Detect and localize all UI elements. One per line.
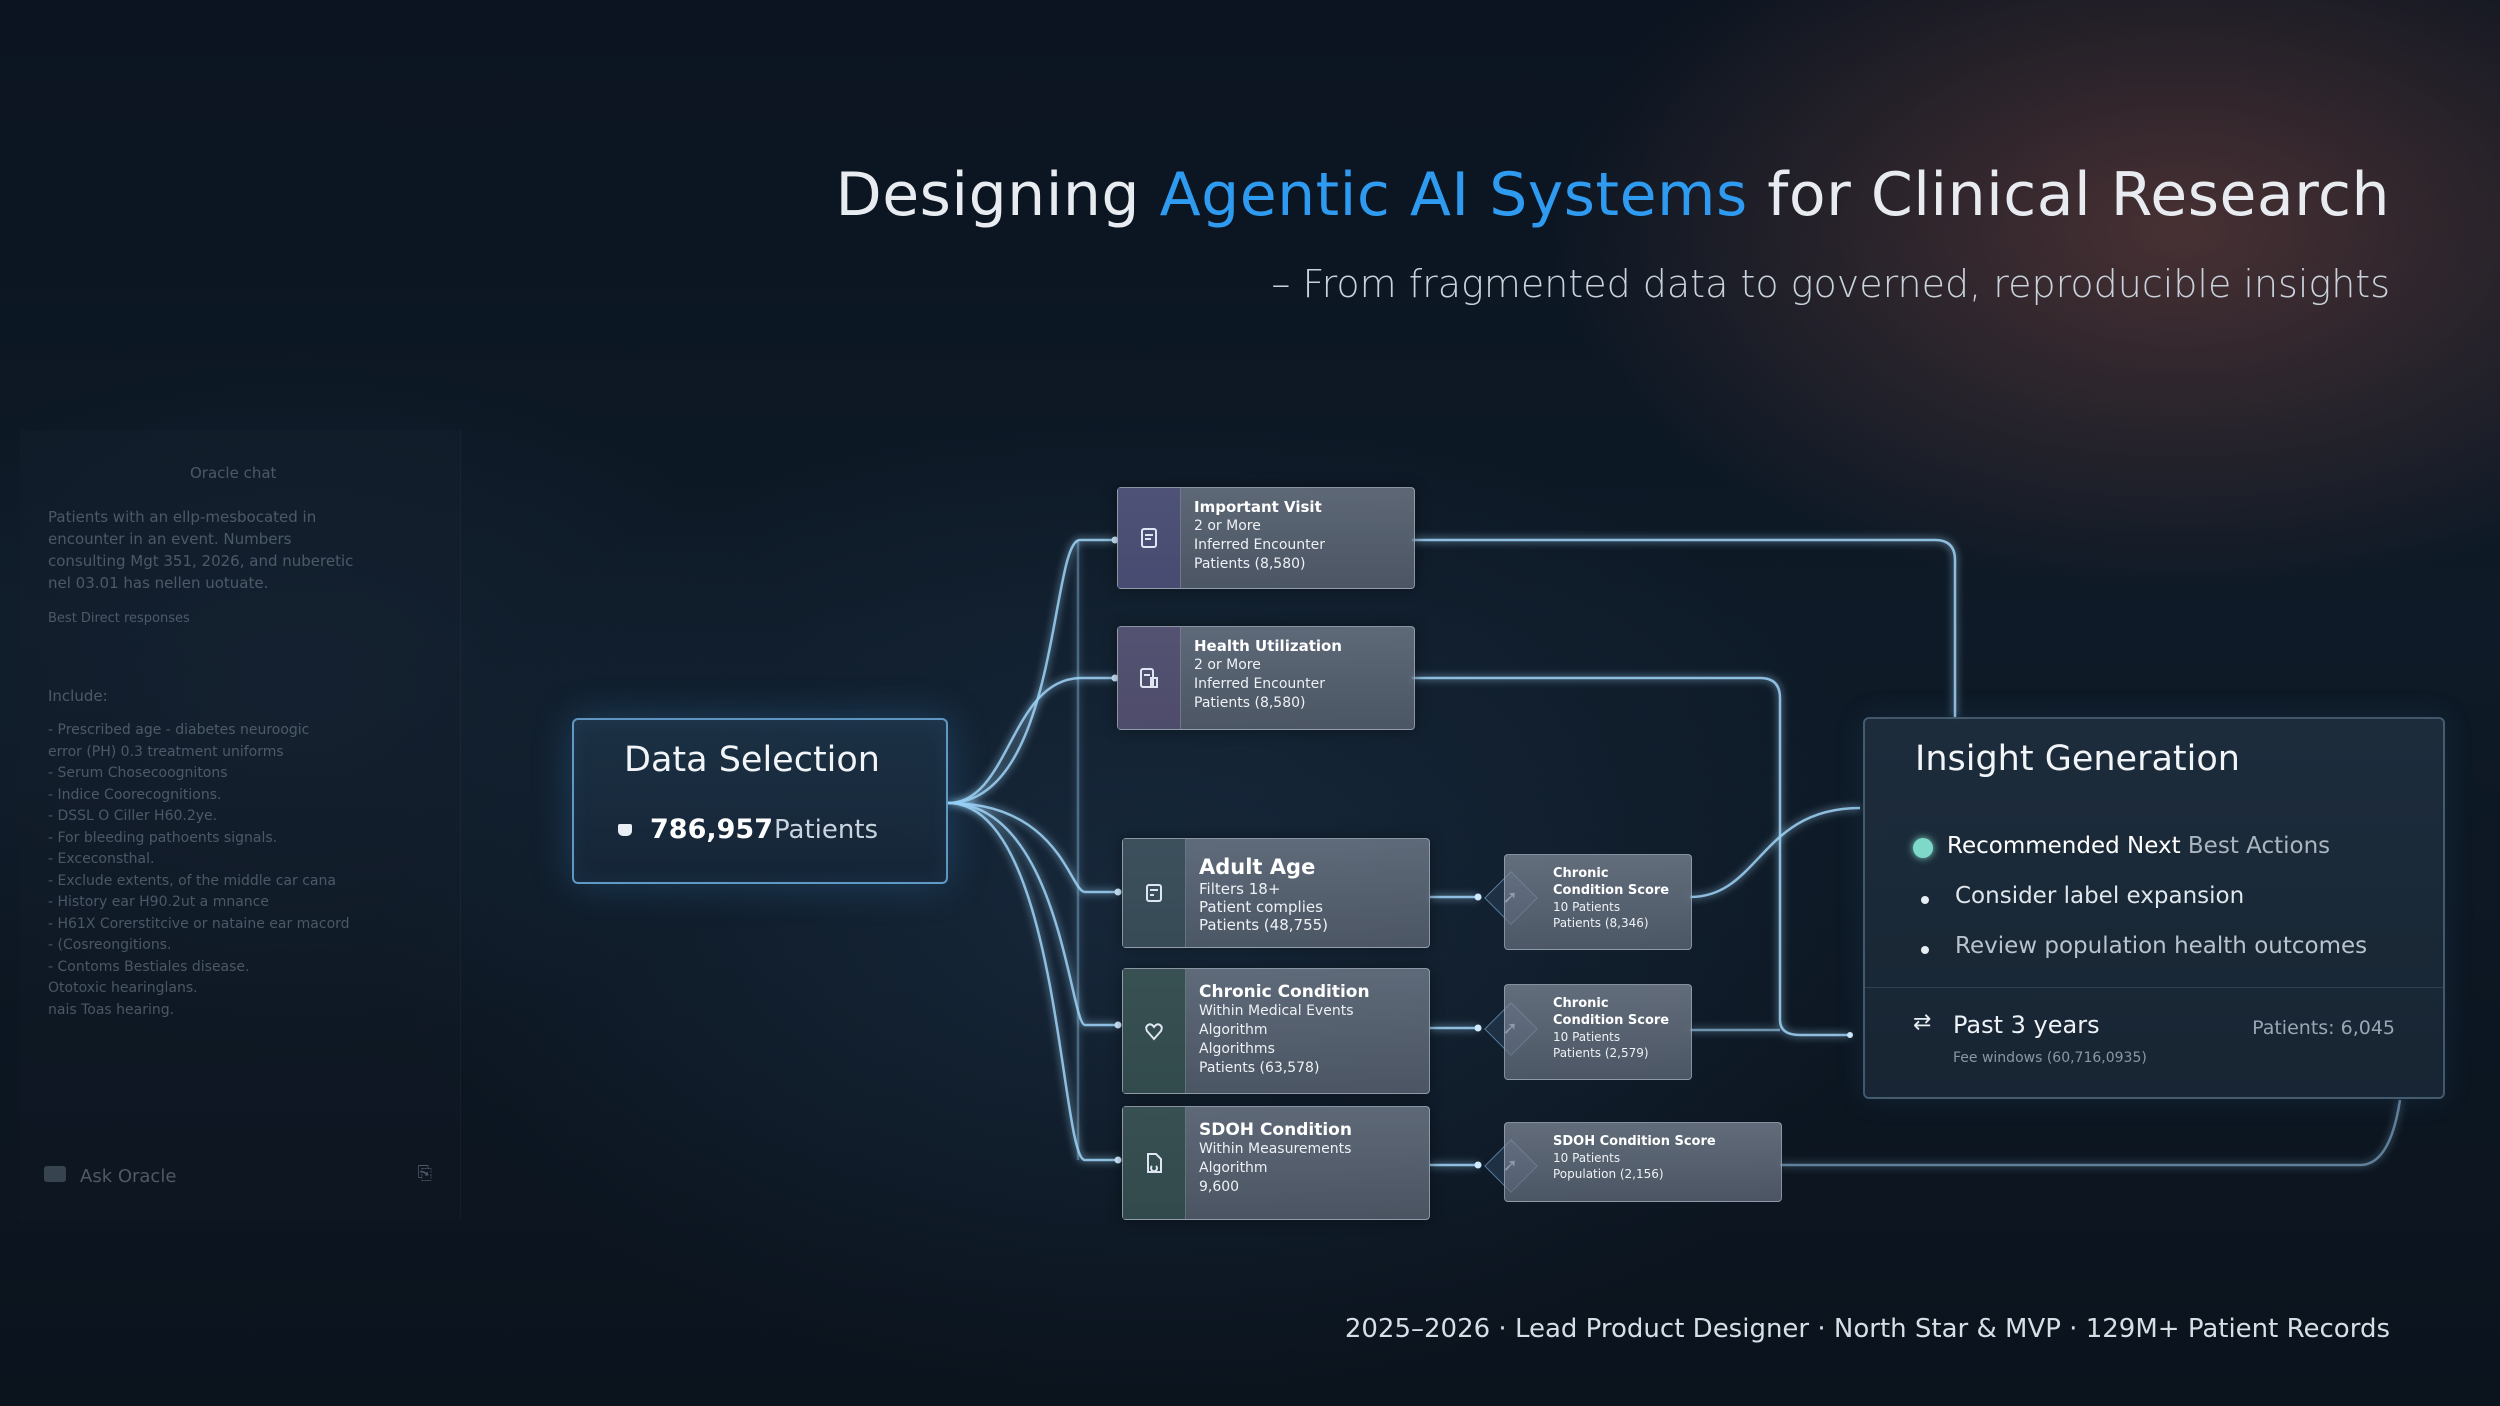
panel-list: - Prescribed age - diabetes neuroogic er… (48, 722, 350, 1018)
footer-credits: 2025–2026 · Lead Product Designer · Nort… (1344, 1314, 2390, 1344)
node-important-visit[interactable]: Important Visit 2 or More Inferred Encou… (1117, 487, 1415, 589)
ask-oracle-input[interactable]: Ask Oracle (80, 1166, 177, 1187)
node-chronic-condition[interactable]: Chronic Condition Within Medical Events … (1122, 968, 1430, 1094)
title-accent: Agentic AI Systems (1159, 160, 1748, 230)
panel-paragraph: Patients with an ellp-mesbocated in enco… (48, 508, 354, 592)
divider (1865, 987, 2443, 988)
page-subtitle: – From fragmented data to governed, repr… (1271, 262, 2390, 306)
timeframe-subtext: Fee windows (60,716,0935) (1953, 1050, 2147, 1066)
paperclip-icon[interactable]: ⎘ (417, 1163, 432, 1184)
file-icon (1123, 1107, 1186, 1219)
patient-unit: Patients (774, 815, 879, 845)
repeat-icon: ⇄ (1913, 1010, 1932, 1035)
panel-include-label: Include: (48, 687, 108, 705)
document-chart-icon (1118, 627, 1181, 729)
node-sdoh-condition[interactable]: SDOH Condition Within Measurements Algor… (1122, 1106, 1430, 1220)
score-node-2[interactable]: Chronic Condition Score 10 Patients Pati… (1504, 984, 1692, 1080)
timeframe-label: Past 3 years (1953, 1011, 2100, 1039)
insight-item-2: Review population health outcomes (1955, 933, 2368, 959)
recommend-dot-icon (1913, 838, 1933, 858)
chat-panel: Oracle chat Patients with an ellp-mesboc… (20, 430, 461, 1220)
panel-caption: Best Direct responses (48, 611, 190, 626)
recommend-heading: Recommended Next Best Actions (1947, 833, 2331, 859)
insight-generation-card[interactable]: Insight Generation Recommended Next Best… (1863, 717, 2445, 1099)
bullet-icon (1921, 896, 1929, 904)
insight-title: Insight Generation (1915, 739, 2240, 779)
database-icon (618, 824, 632, 836)
panel-header: Oracle chat (190, 464, 277, 482)
patients-count: Patients: 6,045 (2252, 1017, 2395, 1039)
patient-count: 786,957 (650, 814, 773, 845)
heart-icon (1123, 969, 1186, 1093)
node-health-utilization[interactable]: Health Utilization 2 or More Inferred En… (1117, 626, 1415, 730)
bullet-icon (1921, 946, 1929, 954)
score-node-1[interactable]: Chronic Condition Score 10 Patients Pati… (1504, 854, 1692, 950)
calculator-icon (1123, 839, 1186, 947)
document-icon (1118, 488, 1181, 588)
data-selection-title: Data Selection (624, 740, 880, 780)
data-selection-card[interactable]: Data Selection 786,957 Patients (572, 718, 948, 884)
score-node-3[interactable]: SDOH Condition Score 10 Patients Populat… (1504, 1122, 1782, 1202)
title-suffix: for Clinical Research (1767, 160, 2390, 230)
chat-icon[interactable] (44, 1166, 66, 1182)
node-adult-age[interactable]: Adult Age Filters 18+ Patient complies P… (1122, 838, 1430, 948)
insight-item-1: Consider label expansion (1955, 883, 2245, 909)
page-title: Designing Agentic AI Systems for Clinica… (836, 160, 2390, 230)
title-prefix: Designing (835, 160, 1140, 230)
